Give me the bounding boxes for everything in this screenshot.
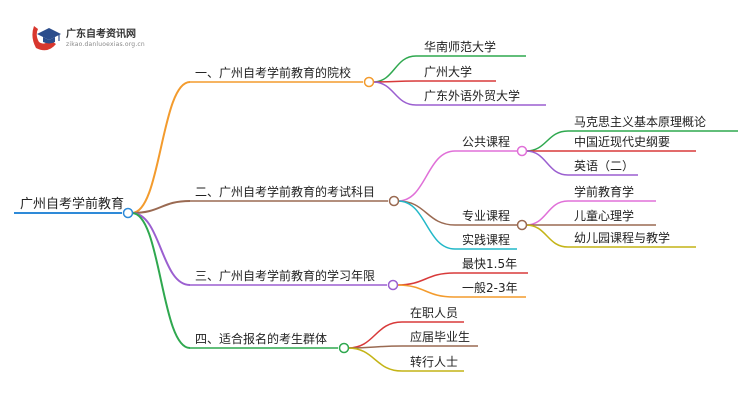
node-label: 转行人士 [410,354,458,369]
connector-line [525,150,569,176]
node-label: 实践课程 [462,232,510,247]
node-label: 华南师范大学 [424,39,496,54]
connector-line [372,55,417,83]
connector-line [525,200,569,226]
node-label: 中国近现代史纲要 [574,134,670,149]
connector-line [131,200,191,214]
node-label: 幼儿园课程与教学 [574,230,670,245]
connector-line [131,212,191,349]
node-label: 广东外语外贸大学 [424,88,520,103]
connector-line [525,130,569,152]
node-label: 二、广州自考学前教育的考试科目 [195,184,375,199]
node-label: 学前教育学 [574,184,634,199]
node-collapse-circle[interactable] [387,279,399,291]
node-label: 一、广州自考学前教育的院校 [195,65,351,80]
node-label: 最快1.5年 [462,257,517,271]
node-label: 四、适合报名的考生群体 [195,331,327,346]
site-logo-title: 广东自考资讯网 [66,29,136,40]
connector-line [397,200,456,226]
connector-line [347,347,403,372]
connector-line [131,212,191,286]
node-collapse-circle[interactable] [122,207,134,219]
connector-line [347,321,403,349]
node-collapse-circle[interactable] [388,195,400,207]
node-collapse-circle[interactable] [516,145,528,157]
connector-line [396,272,455,286]
site-logo-url: zikao.danluoexias.org.cn [66,41,145,48]
connector-line [372,81,417,106]
node-label: 三、广州自考学前教育的学习年限 [195,268,375,283]
node-label: 公共课程 [462,134,510,149]
node-label: 儿童心理学 [574,208,634,223]
node-collapse-circle[interactable] [516,219,528,231]
node-label: 在职人员 [410,306,458,320]
node-collapse-circle[interactable] [338,342,350,354]
connector-line [397,200,456,250]
node-collapse-circle[interactable] [363,76,375,88]
connector-line [396,284,455,298]
connector-line [131,81,191,214]
node-label: 应届毕业生 [410,329,470,344]
connector-line [397,150,456,202]
node-label: 广州大学 [424,64,472,79]
node-label: 马克思主义基本原理概论 [574,115,706,129]
node-label: 一般2-3年 [462,280,518,295]
graduation-cap-logo-icon [32,26,61,51]
node-label: 广州自考学前教育 [20,196,124,212]
node-label: 专业课程 [462,208,510,223]
connector-line [525,224,569,248]
node-label: 英语（二） [574,159,634,173]
